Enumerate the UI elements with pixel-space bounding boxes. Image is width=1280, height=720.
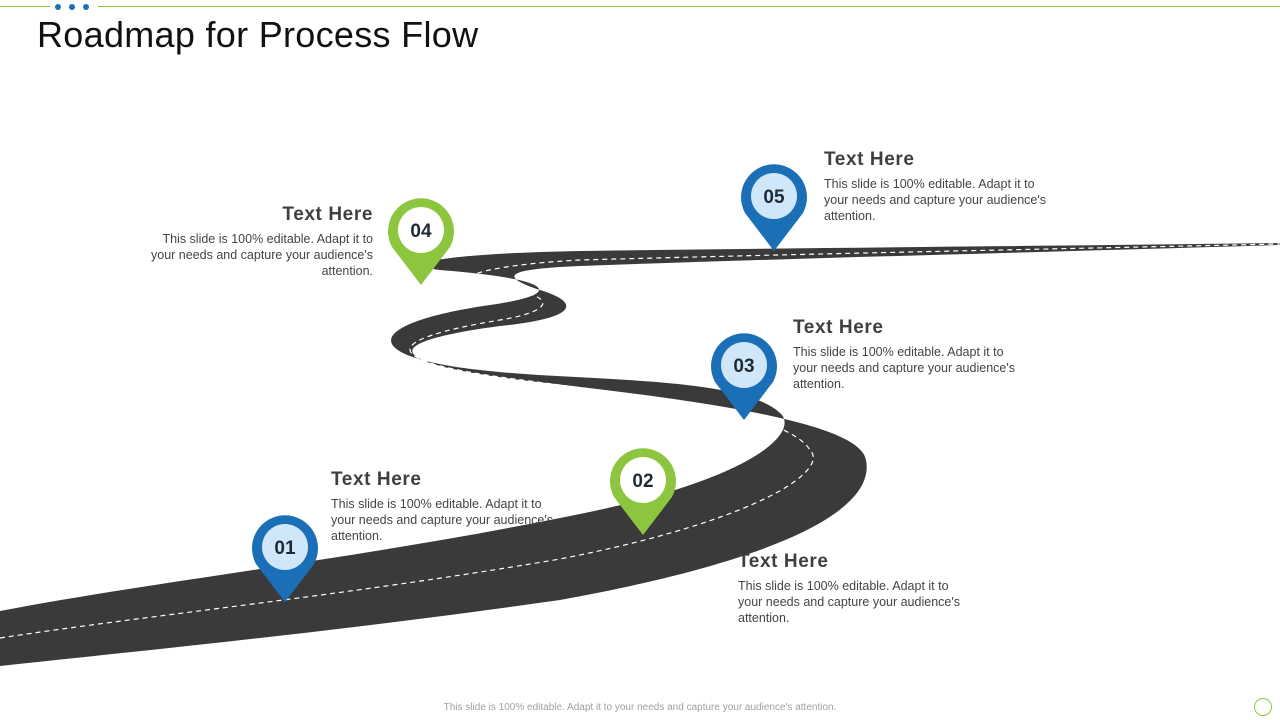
pin-number: 02: [632, 471, 653, 492]
pin-number: 04: [410, 221, 432, 242]
milestone-body: This slide is 100% editable. Adapt it to…: [331, 497, 553, 543]
pin-number: 05: [763, 187, 785, 208]
pin-inner-circle: [751, 173, 797, 219]
pin-inner-circle: [721, 342, 767, 388]
milestone-text-02: Text Here This slide is 100% editable. A…: [738, 551, 968, 626]
footer-note: This slide is 100% editable. Adapt it to…: [443, 702, 837, 713]
milestone-text-03: Text Here This slide is 100% editable. A…: [793, 317, 1023, 392]
dot-icon: [83, 4, 89, 10]
milestone-heading: Text Here: [738, 551, 829, 572]
corner-circle-icon: [1254, 698, 1272, 716]
milestone-heading: Text Here: [282, 204, 373, 225]
milestone-heading: Text Here: [824, 149, 915, 170]
pin-inner-circle: [398, 207, 444, 253]
road: [0, 243, 1280, 666]
map-pin-icon-02: 02: [610, 448, 676, 535]
milestone-body: This slide is 100% editable. Adapt it to…: [824, 177, 1046, 223]
map-pin-icon-04: 04: [388, 198, 454, 285]
milestone-text-04: Text Here This slide is 100% editable. A…: [143, 204, 373, 279]
map-pin-icon-01: 01: [252, 515, 318, 602]
milestone-body: This slide is 100% editable. Adapt it to…: [793, 345, 1015, 391]
pin-inner-circle: [262, 524, 308, 570]
decorative-dots: [50, 0, 98, 12]
map-pin-icon-05: 05: [741, 164, 807, 251]
milestone-text-05: Text Here This slide is 100% editable. A…: [824, 149, 1054, 224]
milestone-heading: Text Here: [331, 469, 422, 490]
milestone-body: This slide is 100% editable. Adapt it to…: [738, 579, 960, 625]
dot-icon: [69, 4, 75, 10]
milestone-heading: Text Here: [793, 317, 884, 338]
pin-number: 03: [733, 356, 754, 377]
pin-number: 01: [274, 538, 296, 559]
map-pin-icon-03: 03: [711, 333, 777, 420]
milestone-text-01: Text Here This slide is 100% editable. A…: [331, 469, 561, 544]
dot-icon: [55, 4, 61, 10]
milestone-body: This slide is 100% editable. Adapt it to…: [151, 232, 373, 278]
top-accent-line: [0, 6, 1280, 7]
page-title: Roadmap for Process Flow: [37, 14, 479, 55]
road-center-line: [0, 243, 1280, 639]
pin-inner-circle: [620, 457, 666, 503]
